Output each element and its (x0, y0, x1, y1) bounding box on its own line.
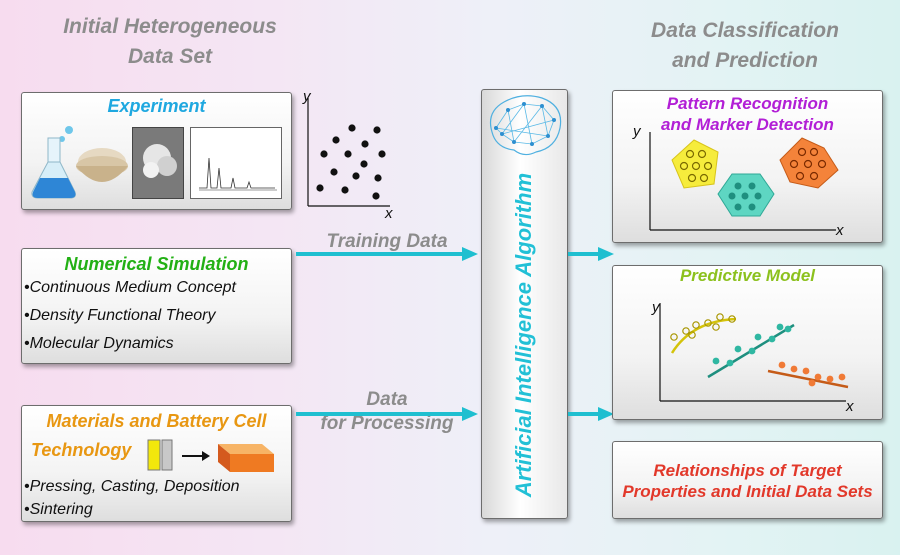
brain-network-icon (489, 95, 562, 156)
predictive-x-label: x (846, 398, 854, 415)
sim-bullet-md: •Molecular Dynamics (24, 335, 174, 352)
particle-image-icon (143, 144, 177, 178)
relationships-title-line2: Properties and Initial Data Sets (622, 482, 873, 501)
pattern-recognition-panel (612, 90, 883, 243)
predictive-y-label: y (652, 299, 660, 316)
training-scatter-plot (307, 98, 390, 207)
pattern-title: Pattern Recognition and Marker Detection (612, 93, 883, 135)
flask-icon (31, 126, 76, 199)
relationships-title-line1: Relationships of Target (653, 461, 842, 480)
sem-image (132, 127, 184, 199)
pattern-x-label: x (836, 222, 844, 239)
pattern-y-label: y (633, 123, 641, 140)
materials-bullet-sintering: •Sintering (24, 501, 93, 518)
materials-title-line2: Technology (31, 440, 132, 460)
sim-bullet-continuous: •Continuous Medium Concept (24, 279, 236, 296)
data-processing-line2: for Processing (320, 413, 454, 434)
heading-initial-data-set: Initial Heterogeneous Data Set (20, 12, 320, 72)
battery-cell-icon (147, 439, 274, 472)
data-processing-line1: Data (366, 389, 408, 410)
xrd-plot-image (190, 127, 282, 199)
pattern-plot (649, 132, 839, 231)
materials-title-line1: Materials and Battery Cell (46, 411, 267, 431)
materials-bullet-pressing: •Pressing, Casting, Deposition (24, 478, 240, 495)
powder-bowl-icon (76, 148, 128, 182)
output-arrow-bottom (568, 407, 614, 421)
predictive-plot (659, 303, 849, 402)
ai-algorithm-column (481, 89, 568, 519)
relationships-panel (612, 441, 883, 519)
predictive-model-panel (612, 265, 883, 420)
data-for-processing-label: Data for Processing (312, 388, 462, 436)
training-data-arrow (296, 247, 478, 261)
pattern-title-line2: and Marker Detection (661, 115, 834, 134)
heading-left-line2: Data Set (127, 45, 213, 68)
relationships-title: Relationships of Target Properties and I… (612, 460, 883, 502)
experiment-title: Experiment (107, 96, 206, 116)
heading-left-line1: Initial Heterogeneous (63, 15, 277, 38)
heading-classification-prediction: Data Classification and Prediction (590, 16, 900, 76)
pattern-title-line1: Pattern Recognition (666, 94, 829, 113)
numerical-simulation-title: Numerical Simulation (64, 254, 249, 274)
numerical-simulation-panel (21, 248, 292, 364)
heading-right-line1: Data Classification (651, 19, 839, 42)
sim-bullet-dft: •Density Functional Theory (24, 307, 216, 324)
predictive-title: Predictive Model (679, 266, 816, 285)
heading-right-line2: and Prediction (672, 49, 818, 72)
xrd-pattern-icon (199, 157, 277, 191)
data-for-processing-arrow (296, 407, 478, 421)
ai-algorithm-label: Artificial Intelligence Algorithm (511, 172, 536, 498)
scatter-x-label: x (385, 205, 393, 222)
output-arrow-top (568, 247, 614, 261)
scatter-y-label: y (303, 88, 311, 105)
training-data-label: Training Data (326, 231, 448, 252)
